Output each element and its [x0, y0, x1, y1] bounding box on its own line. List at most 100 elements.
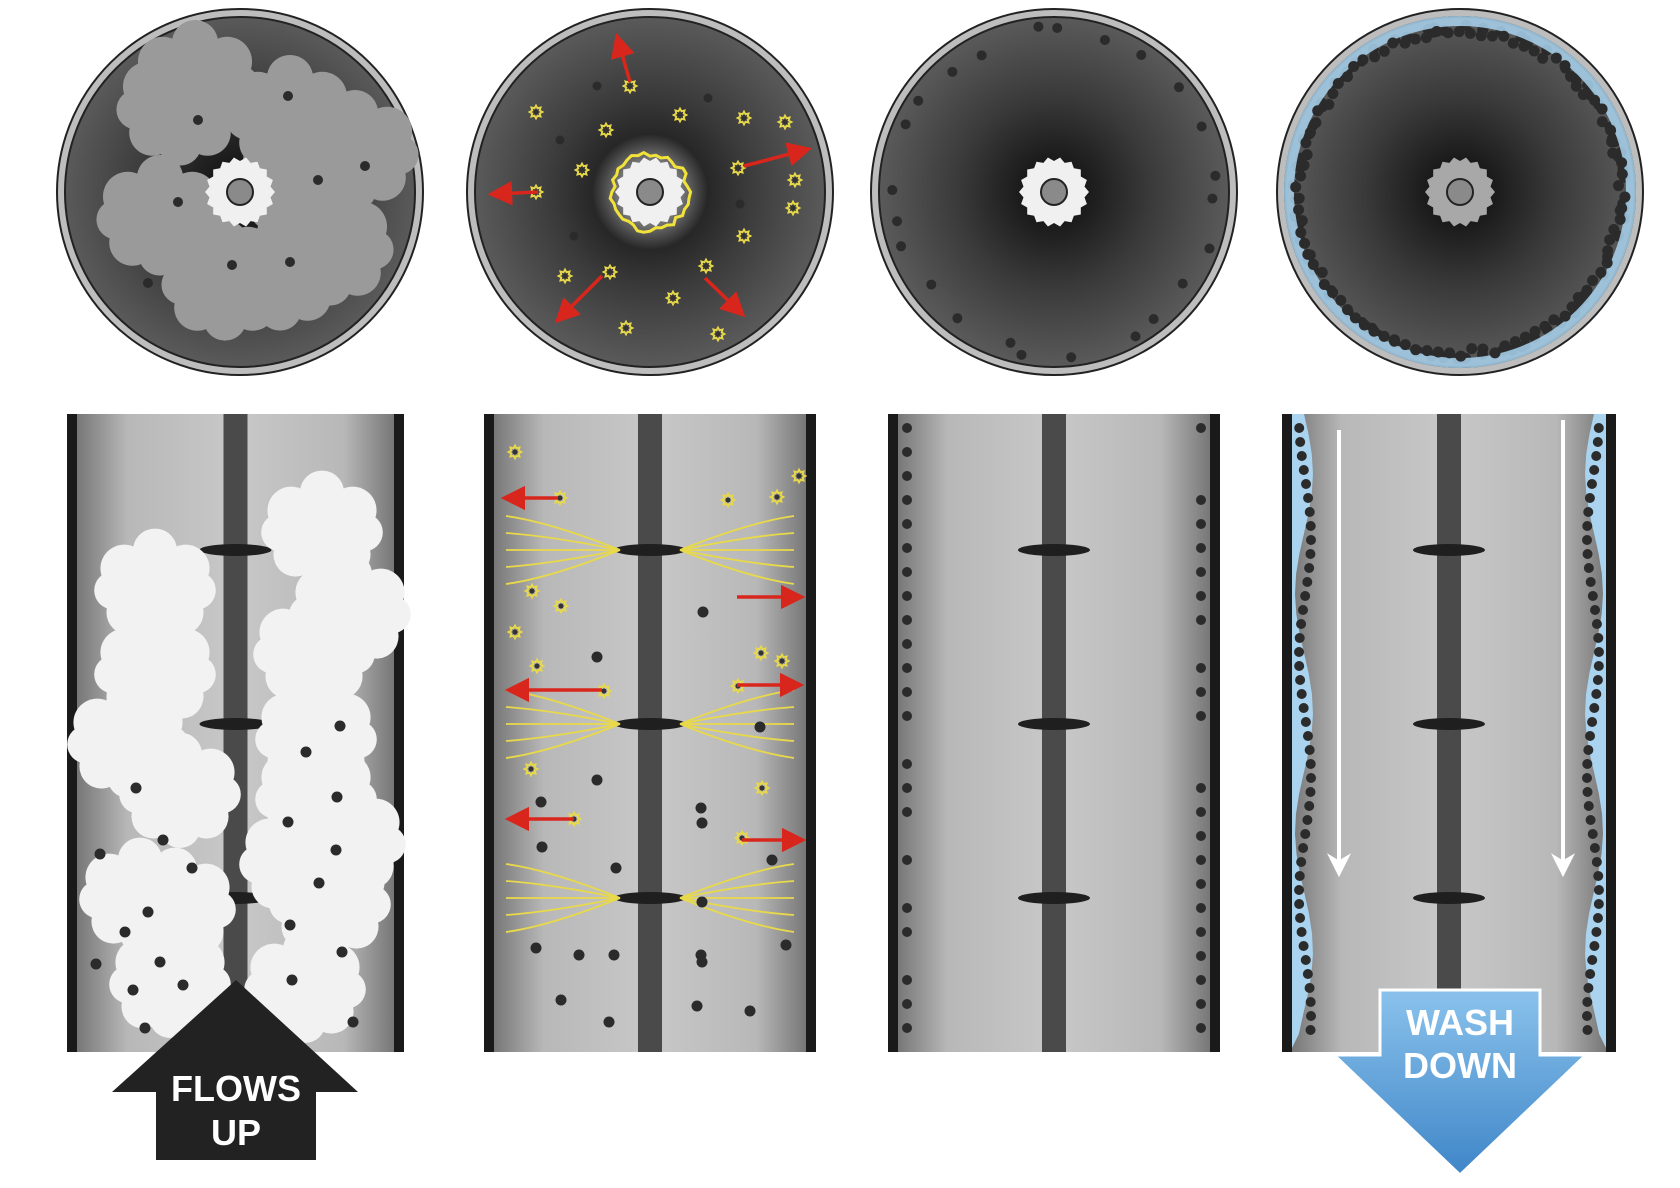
- electrode-disc: [1413, 892, 1485, 904]
- particle: [1601, 257, 1613, 269]
- particle: [1565, 70, 1577, 82]
- particle: [902, 999, 912, 1009]
- particle: [1358, 319, 1370, 331]
- particle: [1387, 37, 1399, 49]
- particle: [1607, 147, 1619, 159]
- particle: [1302, 577, 1313, 587]
- charged-particle: [512, 449, 518, 455]
- charged-particle: [579, 167, 585, 173]
- charged-particle: [601, 688, 607, 694]
- particle: [1196, 1023, 1206, 1033]
- particle: [1548, 314, 1560, 326]
- charge-ring: [786, 171, 804, 189]
- charge-ring: [729, 677, 747, 695]
- smoke-puff: [284, 1001, 326, 1043]
- particle: [1577, 89, 1589, 101]
- particle: [1604, 234, 1616, 246]
- particle: [902, 519, 912, 529]
- particle: [1587, 829, 1598, 839]
- smoke-puff: [171, 20, 219, 67]
- particle: [1466, 343, 1478, 355]
- particle: [142, 906, 154, 918]
- charge-spark: [697, 257, 715, 275]
- particle: [1295, 170, 1307, 182]
- smoke-puff: [255, 720, 294, 759]
- particle: [1442, 27, 1454, 39]
- smoke-puff: [258, 287, 302, 331]
- charge-ring: [527, 103, 545, 121]
- field-line: [505, 549, 621, 568]
- smoke-puff: [109, 965, 148, 1004]
- smoke-puff: [327, 552, 373, 597]
- charged-particle: [512, 629, 518, 635]
- side-view-row: [67, 414, 1616, 1052]
- smoke-puff: [277, 802, 323, 847]
- charge-spark: [506, 443, 524, 461]
- smoke-puff: [293, 737, 339, 782]
- particle: [1559, 310, 1571, 322]
- particle: [1584, 493, 1595, 503]
- particle: [1616, 168, 1628, 180]
- particle: [1196, 831, 1206, 841]
- charge-ring: [697, 257, 715, 275]
- field-line: [505, 515, 621, 551]
- field-line: [505, 723, 621, 742]
- field-line: [679, 897, 795, 933]
- electrode-disc: [1018, 718, 1090, 730]
- particle: [1612, 180, 1624, 192]
- particle: [1196, 951, 1206, 961]
- electrode-disc: [1018, 892, 1090, 904]
- particle: [1304, 801, 1315, 811]
- smoke-puff: [159, 806, 201, 848]
- particle: [569, 231, 579, 241]
- charged-particle: [758, 650, 764, 656]
- charged-particle: [779, 658, 785, 664]
- particle: [90, 958, 102, 970]
- particle: [1294, 899, 1305, 909]
- particle: [1296, 689, 1307, 699]
- particle: [1196, 879, 1206, 889]
- particle: [902, 975, 912, 985]
- particle: [1298, 159, 1310, 171]
- particle: [1582, 535, 1593, 545]
- charge-ring: [528, 657, 546, 675]
- particle: [1399, 339, 1411, 351]
- particle: [1583, 745, 1594, 755]
- charged-particle: [715, 331, 721, 337]
- particle: [1587, 274, 1599, 286]
- field-line: [679, 549, 795, 585]
- particle: [1296, 857, 1307, 867]
- particle: [780, 939, 792, 951]
- charge-ring: [784, 199, 802, 217]
- charge-ring: [790, 467, 808, 485]
- electrode-disc: [199, 718, 272, 730]
- particle: [1296, 927, 1307, 937]
- particle: [1196, 783, 1206, 793]
- tube-wall-right: [1606, 414, 1616, 1052]
- particle: [1196, 121, 1207, 132]
- particle: [1519, 331, 1531, 343]
- flow-arrows: FLOWS UP WASH DOWN: [112, 980, 1590, 1178]
- charge-ring: [709, 325, 727, 343]
- particle: [1204, 243, 1215, 254]
- smoke-puff: [67, 725, 106, 764]
- charged-particle: [533, 109, 539, 115]
- particle: [1582, 773, 1593, 783]
- charge-spark: [709, 325, 727, 343]
- particle: [1420, 32, 1432, 44]
- particle: [902, 903, 912, 913]
- particle: [1606, 136, 1618, 148]
- smoke-puff: [119, 775, 158, 814]
- charge-ring: [664, 289, 682, 307]
- field-line: [679, 706, 795, 725]
- charged-particle: [528, 766, 534, 772]
- smoke-puff: [327, 970, 366, 1009]
- charge-spark: [735, 109, 753, 127]
- smoke-puff: [282, 927, 328, 972]
- particle: [336, 946, 348, 958]
- particle: [1537, 52, 1549, 64]
- particle: [1589, 465, 1600, 475]
- particle: [1312, 105, 1324, 117]
- corona-ring: [608, 150, 693, 234]
- field-line: [505, 897, 621, 916]
